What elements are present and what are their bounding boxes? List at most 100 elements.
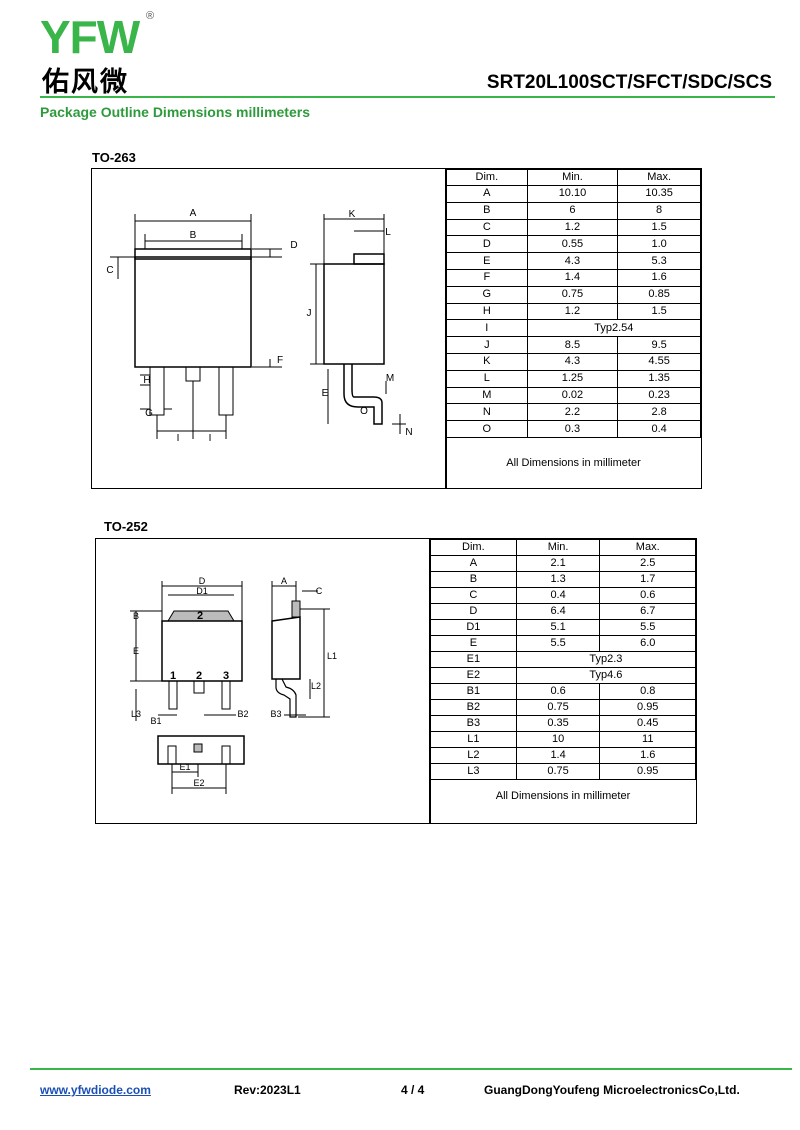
label-b3: B3 <box>270 709 281 719</box>
to252-frame <box>95 538 697 824</box>
max-cell: 6.0 <box>599 635 696 652</box>
max-cell: 1.6 <box>599 747 696 764</box>
to263-note: All Dimensions in millimeter <box>506 457 641 469</box>
dim-cell: B3 <box>430 715 517 732</box>
pin-label-2: 2 <box>196 670 202 682</box>
min-cell: 0.75 <box>526 285 619 304</box>
label-j: J <box>307 308 312 319</box>
min-cell: 2.1 <box>515 555 601 572</box>
col-max: Max. <box>599 539 696 556</box>
dim-cell: E2 <box>430 667 517 684</box>
label-e: E <box>322 388 329 399</box>
website-link[interactable]: www.yfwdiode.com <box>40 1083 151 1097</box>
label-d: D <box>199 576 206 586</box>
dim-cell: D1 <box>430 619 517 636</box>
to252-note: All Dimensions in millimeter <box>495 790 631 802</box>
label-b: B <box>133 611 139 621</box>
to252-label: TO-252 <box>104 519 148 534</box>
to252-lead-side <box>275 678 297 718</box>
max-cell: 9.5 <box>617 336 701 354</box>
label-c: C <box>106 265 113 276</box>
min-cell: 1.25 <box>526 369 619 388</box>
label-l1: L1 <box>327 651 337 661</box>
max-cell: 1.6 <box>617 268 701 287</box>
to263-body-front <box>134 256 252 368</box>
label-k: K <box>349 209 356 220</box>
label-n: N <box>405 427 412 438</box>
to263-divider <box>445 168 447 489</box>
logo-text: YFW <box>40 11 140 63</box>
label-e: E <box>133 646 139 656</box>
max-cell: 1.0 <box>617 235 701 254</box>
logo-chinese-name: 佑风微 <box>42 67 129 98</box>
min-cell: 0.4 <box>515 587 601 604</box>
to263-lead-side <box>343 364 383 425</box>
dim-cell: A <box>446 185 528 203</box>
max-cell: 1.7 <box>599 571 696 588</box>
max-cell: 2.8 <box>617 403 701 422</box>
dim-cell: B2 <box>430 699 517 716</box>
dim-cell: G <box>446 285 528 304</box>
to252-bottom-view <box>157 735 245 765</box>
min-cell: 5.1 <box>515 619 601 636</box>
min-cell: 0.55 <box>526 235 619 254</box>
label-a: A <box>281 576 287 586</box>
label-m: M <box>386 373 394 384</box>
min-cell: 8.5 <box>526 336 619 354</box>
revision: Rev:2023L1 <box>234 1083 301 1097</box>
label-o: O <box>360 406 368 417</box>
min-cell: 0.75 <box>515 699 601 716</box>
to252-lead-3 <box>221 680 231 710</box>
dim-cell: M <box>446 386 528 405</box>
label-b2: B2 <box>237 709 248 719</box>
company-name: GuangDongYoufeng MicroelectronicsCo,Ltd. <box>484 1083 740 1097</box>
max-cell: 10.35 <box>617 185 701 203</box>
min-cell: 1.3 <box>515 571 601 588</box>
min-cell: 2.2 <box>526 403 619 422</box>
max-cell: 1.5 <box>617 218 701 237</box>
max-cell: 0.8 <box>599 683 696 700</box>
to252-lead-2 <box>193 680 205 694</box>
table-header: Dim. Min. Max. <box>430 539 696 556</box>
to252-lead-1 <box>168 680 178 710</box>
dim-cell: C <box>446 218 528 237</box>
to263-frame <box>91 168 702 489</box>
label-l3: L3 <box>131 709 141 719</box>
header-divider <box>40 96 775 98</box>
min-cell: 1.4 <box>526 268 619 287</box>
pin-label-tab: 2 <box>197 610 203 622</box>
min-cell: 0.75 <box>515 763 601 780</box>
table-header: Dim. Min. Max. <box>446 169 701 186</box>
col-dim: Dim. <box>446 169 528 186</box>
to263-tab-front <box>134 248 252 260</box>
dim-cell: F <box>446 268 528 287</box>
dim-cell: B <box>446 201 528 220</box>
typ-cell: Typ2.3 <box>515 651 697 668</box>
max-cell: 1.5 <box>617 302 701 321</box>
label-d: D <box>290 240 297 251</box>
min-cell: 0.02 <box>526 386 619 405</box>
max-cell: 1.35 <box>617 369 701 388</box>
dim-cell: L2 <box>430 747 517 764</box>
dim-cell: A <box>430 555 517 572</box>
max-cell: 0.23 <box>617 386 701 405</box>
max-cell: 4.55 <box>617 352 701 371</box>
dim-cell: L <box>446 369 528 388</box>
to263-drawing: A B C D F H G I I K L J E M O N <box>106 208 412 444</box>
col-max: Max. <box>617 169 701 186</box>
label-f: F <box>277 355 283 366</box>
